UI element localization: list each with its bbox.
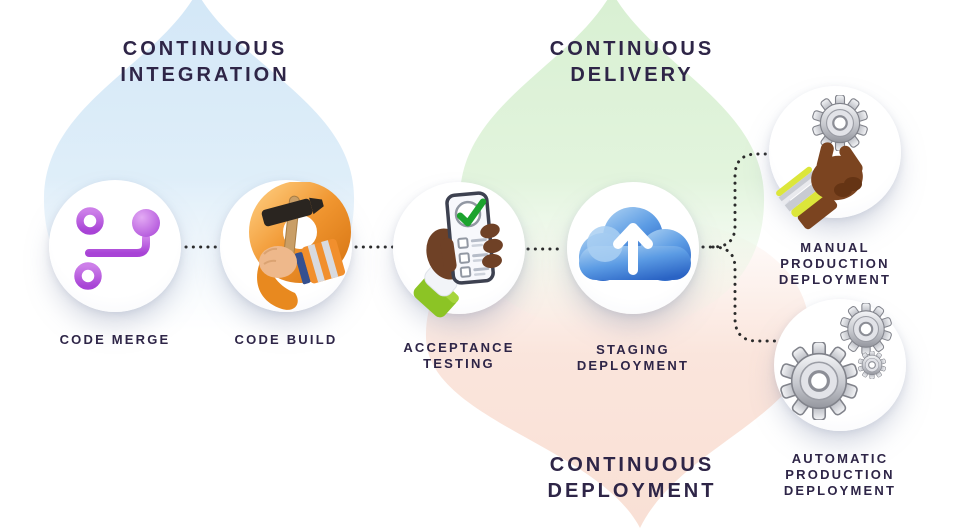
code-build-bubble bbox=[220, 180, 352, 312]
title-continuous-delivery: CONTINUOUS DELIVERY bbox=[482, 36, 782, 88]
cloud-upload-icon bbox=[579, 207, 691, 281]
automatic-production-deployment-label: AUTOMATIC PRODUCTION DEPLOYMENT bbox=[783, 451, 897, 498]
automatic-production-deployment-bubble bbox=[774, 299, 906, 431]
code-build-label: CODE BUILD bbox=[234, 332, 338, 347]
manual-production-deployment-bubble bbox=[769, 86, 901, 230]
staging-deployment-bubble bbox=[567, 182, 699, 314]
code-merge-label: CODE MERGE bbox=[59, 332, 171, 347]
hand-holding-gear-icon bbox=[776, 95, 868, 230]
gears-icon bbox=[780, 303, 892, 420]
manual-production-deployment-label: MANUAL PRODUCTION DEPLOYMENT bbox=[778, 240, 892, 287]
staging-deployment-label: STAGING DEPLOYMENT bbox=[576, 342, 690, 373]
title-line: CONTINUOUS bbox=[549, 454, 715, 476]
git-merge-icon bbox=[74, 207, 160, 290]
code-merge-bubble bbox=[49, 180, 181, 312]
title-continuous-integration: CONTINUOUS INTEGRATION bbox=[55, 36, 355, 88]
title-line: CONTINUOUS bbox=[122, 38, 288, 60]
title-line: CONTINUOUS bbox=[549, 38, 715, 60]
acceptance-testing-bubble bbox=[393, 182, 525, 318]
checklist-phone-icon bbox=[413, 191, 503, 318]
title-continuous-deployment: CONTINUOUS DEPLOYMENT bbox=[482, 452, 782, 504]
title-line: DEPLOYMENT bbox=[547, 480, 717, 502]
hammer-build-icon bbox=[249, 182, 351, 310]
title-line: DELIVERY bbox=[570, 64, 694, 86]
title-line: INTEGRATION bbox=[120, 64, 290, 86]
